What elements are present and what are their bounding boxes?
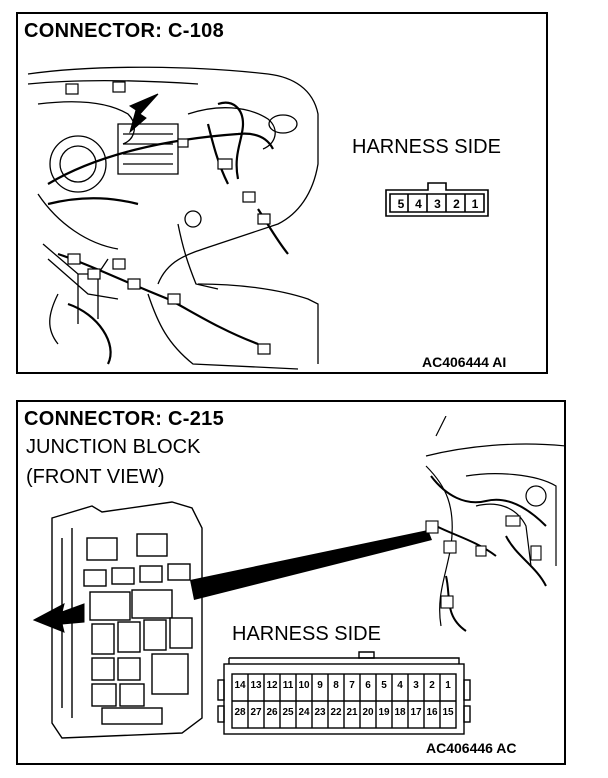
harness-side-label: HARNESS SIDE: [352, 136, 501, 158]
c215-pin: 28: [234, 707, 246, 718]
harness-side-label: HARNESS SIDE: [232, 623, 381, 645]
c215-pin: 16: [426, 707, 438, 718]
c108-pin: 4: [415, 197, 422, 211]
junction-block-illustration: [32, 501, 203, 739]
c108-connector-face: [385, 182, 489, 217]
c215-pin: 25: [282, 707, 294, 718]
c215-pin: 12: [266, 680, 278, 691]
c108-pin: 3: [434, 197, 441, 211]
c215-pin: 21: [346, 707, 358, 718]
c215-pin: 18: [394, 707, 406, 718]
c215-pin: 15: [442, 707, 454, 718]
connector-c215-panel: CONNECTOR: C-215 JUNCTION BLOCK (FRONT V…: [16, 400, 566, 765]
panel-title: CONNECTOR: C-108: [24, 20, 225, 42]
c215-pin: 24: [298, 707, 310, 718]
c215-pin: 5: [381, 680, 387, 691]
c215-pin: 1: [445, 680, 451, 691]
c215-connector-face: [217, 651, 471, 735]
c215-pin: 11: [282, 680, 294, 691]
c108-pin: 1: [471, 197, 479, 211]
c215-pin: 8: [333, 680, 339, 691]
figure-code: AC406444 AI: [422, 354, 507, 370]
c215-pin: 9: [317, 680, 323, 691]
c215-pin: 17: [410, 707, 422, 718]
c215-pin: 4: [397, 680, 403, 691]
c215-pin: 27: [250, 707, 262, 718]
c215-pin: 6: [365, 680, 371, 691]
c215-pin: 2: [429, 680, 435, 691]
c215-pin: 3: [413, 680, 419, 691]
dashboard-illustration: [425, 416, 564, 632]
c215-pin: 20: [362, 707, 374, 718]
c215-pin: 26: [266, 707, 278, 718]
c215-pin: 10: [298, 680, 310, 691]
connector-c108-panel: CONNECTOR: C-108: [16, 12, 548, 374]
front-view-label: (FRONT VIEW): [26, 466, 165, 488]
leader-wedge: [190, 530, 432, 600]
c215-pin: 7: [349, 680, 355, 691]
figure-code: AC406446 AC: [426, 740, 517, 756]
dashboard-illustration: [27, 66, 319, 370]
c215-pin: 14: [234, 680, 246, 691]
c108-pin: 5: [397, 197, 405, 211]
junction-block-label: JUNCTION BLOCK: [26, 436, 201, 458]
c215-pin: 19: [378, 707, 390, 718]
c215-pin: 13: [250, 680, 262, 691]
c215-pin: 23: [314, 707, 326, 718]
c215-pin: 22: [330, 707, 342, 718]
panel-title: CONNECTOR: C-215: [24, 408, 225, 430]
c108-pin: 2: [453, 197, 460, 211]
